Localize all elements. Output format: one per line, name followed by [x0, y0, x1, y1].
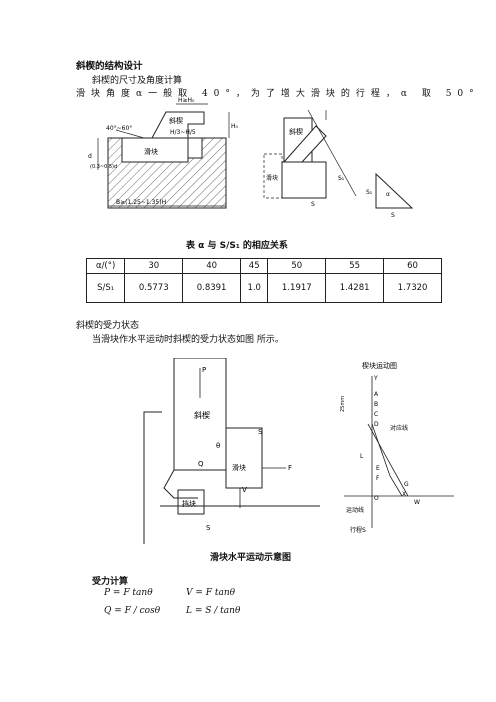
label-stop: 挡块	[182, 499, 196, 508]
table-cell: 0.8391	[182, 273, 242, 303]
label-l: L	[360, 453, 364, 460]
label-q: Q	[198, 460, 204, 468]
wedge-dimension-figure: H≥H₀ 40°~60° 斜楔 滑块 H/3~H/5 H₀ B≥(1.25~1.…	[88, 97, 414, 218]
label-o: O	[374, 495, 379, 502]
formula-l: L = S / tanθ	[186, 606, 241, 616]
table-cell: 40	[182, 258, 242, 274]
table-cell: α/(°)	[85, 258, 126, 274]
label-angle-range: 40°~60°	[106, 125, 132, 132]
section-heading: 斜楔的结构设计	[76, 61, 143, 72]
label-s1: S₁	[338, 175, 345, 182]
table-caption: 表 α 与 S/S₁ 的相应关系	[186, 241, 288, 251]
label-s: S	[311, 201, 315, 208]
table-cell: 50	[267, 258, 327, 274]
label-stroke: 行程S	[350, 526, 366, 534]
table-cell: 1.4281	[325, 273, 385, 303]
force-title: 受力计算	[92, 577, 129, 587]
label-s-top: S	[258, 428, 263, 436]
label-s-bottom: S	[206, 524, 211, 532]
label-w: W	[414, 499, 420, 506]
label-ratio: H/3~H/5	[170, 129, 196, 136]
table-cell: 1.7320	[383, 273, 442, 303]
label-g: G	[404, 481, 409, 488]
label-wedge-3: 斜楔	[194, 410, 210, 420]
table-cell: 45	[240, 258, 269, 274]
label-y: Y	[373, 375, 378, 382]
table-row: S/S₁ 0.5773 0.8391 1.0 1.1917 1.4281 1.7…	[85, 273, 442, 303]
label-f: F	[288, 464, 292, 472]
wedge-body	[173, 358, 227, 471]
label-p: P	[202, 366, 206, 374]
subheading-dimensions: 斜楔的尺寸及角度计算	[92, 76, 183, 86]
label-a: A	[374, 391, 379, 398]
table-cell: 1.0	[240, 273, 269, 303]
slider-body	[225, 427, 263, 489]
label-b: B	[374, 401, 378, 408]
slider-motion-figure: P 斜楔 S θ Q 滑块 F V 挡块 S 楔块运动图 Y A B C D 对…	[143, 358, 454, 544]
label-h0: H₀	[231, 123, 239, 130]
label-theta: θ	[216, 442, 220, 450]
formula-q: Q = F / cosθ	[104, 606, 161, 616]
label-v: V	[242, 486, 247, 494]
table-cell: 60	[383, 258, 442, 274]
label-d-point: D	[374, 421, 379, 428]
svg-text:S: S	[391, 212, 395, 218]
formula-v: V = F tanθ	[186, 588, 236, 598]
table-cell: S/S₁	[85, 273, 126, 303]
stop-block	[177, 489, 205, 515]
slider-block-2	[281, 161, 327, 199]
table-cell: 1.1917	[267, 273, 327, 303]
label-slider: 滑块	[144, 147, 158, 156]
figure-caption: 滑块水平运动示意图	[210, 553, 292, 563]
formula-p: P = F tanθ	[104, 588, 153, 598]
table-cell: 0.5773	[124, 273, 184, 303]
label-f2: F	[376, 475, 380, 482]
label-e: E	[376, 465, 380, 472]
paragraph-angle: 滑块角度α一般取 40°，为了增大滑块的行程，α 取 50°	[76, 89, 480, 99]
label-h-ge-h0: H≥H₀	[178, 97, 195, 104]
label-25mm: 25mm	[340, 396, 346, 412]
subheading-force-state: 斜楔的受力状态	[76, 321, 140, 331]
label-motion-line: 运动线	[346, 506, 364, 514]
label-x: X	[402, 491, 406, 498]
label-b-range: B≥(1.25~1.35)H	[116, 199, 166, 206]
table-header-row: α/(°) 30 40 45 50 55 60	[85, 258, 442, 274]
label-corr-line: 对应线	[390, 424, 408, 432]
paragraph-force-state: 当滑块作水平运动时斜楔的受力状态如图 所示。	[92, 335, 284, 345]
table-cell: 30	[124, 258, 184, 274]
label-motion-title: 楔块运动图	[362, 361, 397, 370]
alpha-ratio-table: α/(°) 30 40 45 50 55 60 S/S₁ 0.5773 0.83…	[85, 258, 442, 303]
label-d-range: (0.3~0.5)d	[90, 164, 117, 170]
label-slider-3: 滑块	[232, 463, 246, 472]
label-slider-2: 滑块	[266, 174, 278, 182]
table-cell: 55	[325, 258, 385, 274]
label-wedge-2: 斜楔	[289, 127, 303, 136]
svg-text:S₁: S₁	[366, 189, 373, 196]
label-wedge: 斜楔	[169, 116, 183, 125]
label-c: C	[374, 411, 378, 418]
label-alpha: α	[386, 191, 390, 198]
label-d: d	[88, 153, 92, 160]
